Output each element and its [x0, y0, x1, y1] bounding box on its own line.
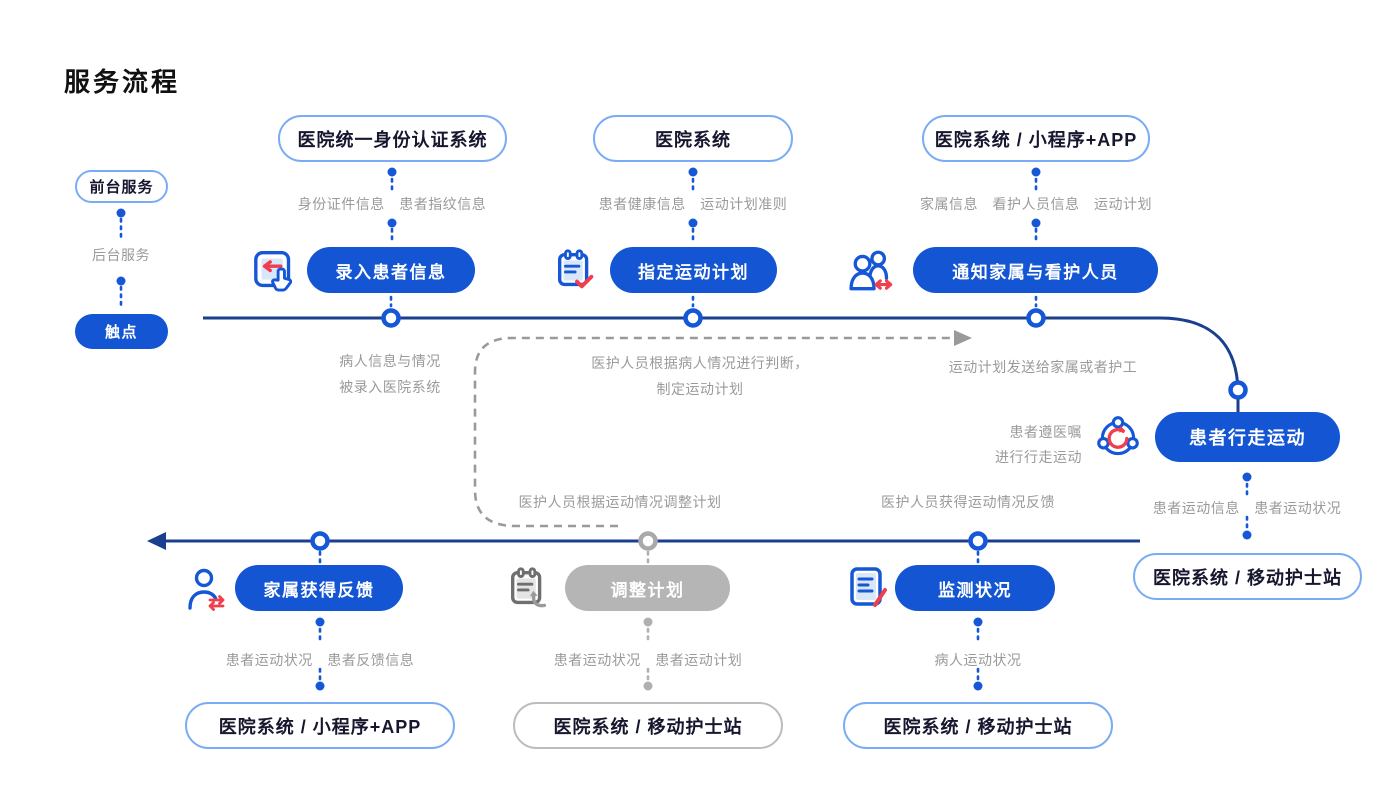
- note-line: 医护人员根据病人情况进行判断，: [591, 355, 809, 371]
- data-items-label: 身份证件信息 患者指纹信息: [297, 196, 487, 212]
- note-line: 病人信息与情况: [339, 353, 441, 369]
- system-pill-miniapp-bottom: 医院系统 / 小程序+APP: [185, 702, 455, 749]
- note-line: 运动计划发送给家属或者护工: [948, 359, 1138, 375]
- system-pill-nurse-station-bottom: 医院系统 / 移动护士站: [513, 702, 783, 749]
- loop-note-feedback: 医护人员获得运动情况反馈: [881, 494, 1055, 510]
- system-pill-identity-auth: 医院统一身份认证系统: [278, 115, 507, 162]
- data-items-label: 病人运动状况: [934, 652, 1022, 668]
- data-items-label: 患者运动状况 患者反馈信息: [225, 652, 415, 668]
- dotted-connectors-blue: [119, 177, 1249, 681]
- action-pill-adjust-plan: 调整计划: [565, 565, 730, 611]
- system-pill-miniapp: 医院系统 / 小程序+APP: [922, 115, 1150, 162]
- data-items-label: 患者健康信息 运动计划准则: [598, 196, 788, 212]
- clipboard-check-icon: [552, 246, 602, 296]
- action-pill-monitor-status: 监测状况: [895, 565, 1055, 611]
- action-pill-assign-plan: 指定运动计划: [610, 247, 777, 293]
- system-pill-mobile-nurse-station: 医院系统 / 移动护士站: [1133, 553, 1362, 600]
- connector-dots-gray: [643, 617, 653, 691]
- action-pill-patient-walking: 患者行走运动: [1155, 412, 1340, 462]
- clipboard-adjust-icon: [505, 564, 555, 614]
- data-items-label: 患者运动状况 患者运动计划: [553, 652, 743, 668]
- feedback-loop-arrowhead: [954, 330, 972, 346]
- note-line: 进行行走运动: [995, 449, 1082, 465]
- return-line-arrowhead: [147, 532, 166, 550]
- action-pill-register-patient: 录入患者信息: [307, 247, 475, 293]
- touchpoint-ring-nodes: [310, 308, 1248, 551]
- flow-note: 病人信息与情况 被录入医院系统: [240, 348, 540, 400]
- legend-front-stage-pill: 前台服务: [75, 170, 168, 203]
- walk-pre-note: 患者遵医嘱 进行行走运动: [930, 420, 1082, 470]
- people-exchange-icon: [846, 246, 902, 296]
- data-items-label: 家属信息 看护人员信息 运动计划: [920, 196, 1152, 212]
- page-title: 服务流程: [64, 67, 181, 97]
- legend-back-stage-label: 后台服务: [92, 247, 150, 263]
- activity-network-icon: [1092, 412, 1144, 464]
- action-pill-family-feedback: 家属获得反馈: [235, 565, 403, 611]
- note-line: 制定运动计划: [656, 381, 744, 397]
- connector-dots-blue: [116, 167, 1252, 691]
- data-items-label: 患者运动信息 患者运动状况: [1152, 500, 1342, 516]
- system-pill-hospital: 医院系统: [593, 115, 793, 162]
- note-line: 被录入医院系统: [339, 379, 441, 395]
- flow-note: 医护人员根据病人情况进行判断， 制定运动计划: [550, 350, 850, 402]
- touchpoint-ring-node-gray: [638, 531, 658, 551]
- loop-note-adjust: 医护人员根据运动情况调整计划: [518, 494, 722, 510]
- person-exchange-icon: [182, 564, 232, 614]
- tablet-input-icon: [251, 246, 301, 296]
- legend-touchpoint-pill: 触点: [75, 314, 168, 349]
- flow-note: 运动计划发送给家属或者护工: [893, 354, 1193, 380]
- action-pill-notify-family: 通知家属与看护人员: [913, 247, 1158, 293]
- feedback-loop-dashed-line: [473, 336, 954, 528]
- system-pill-nurse-station-bottom: 医院系统 / 移动护士站: [843, 702, 1113, 749]
- note-line: 患者遵医嘱: [1009, 424, 1082, 440]
- report-pen-icon: [845, 563, 895, 613]
